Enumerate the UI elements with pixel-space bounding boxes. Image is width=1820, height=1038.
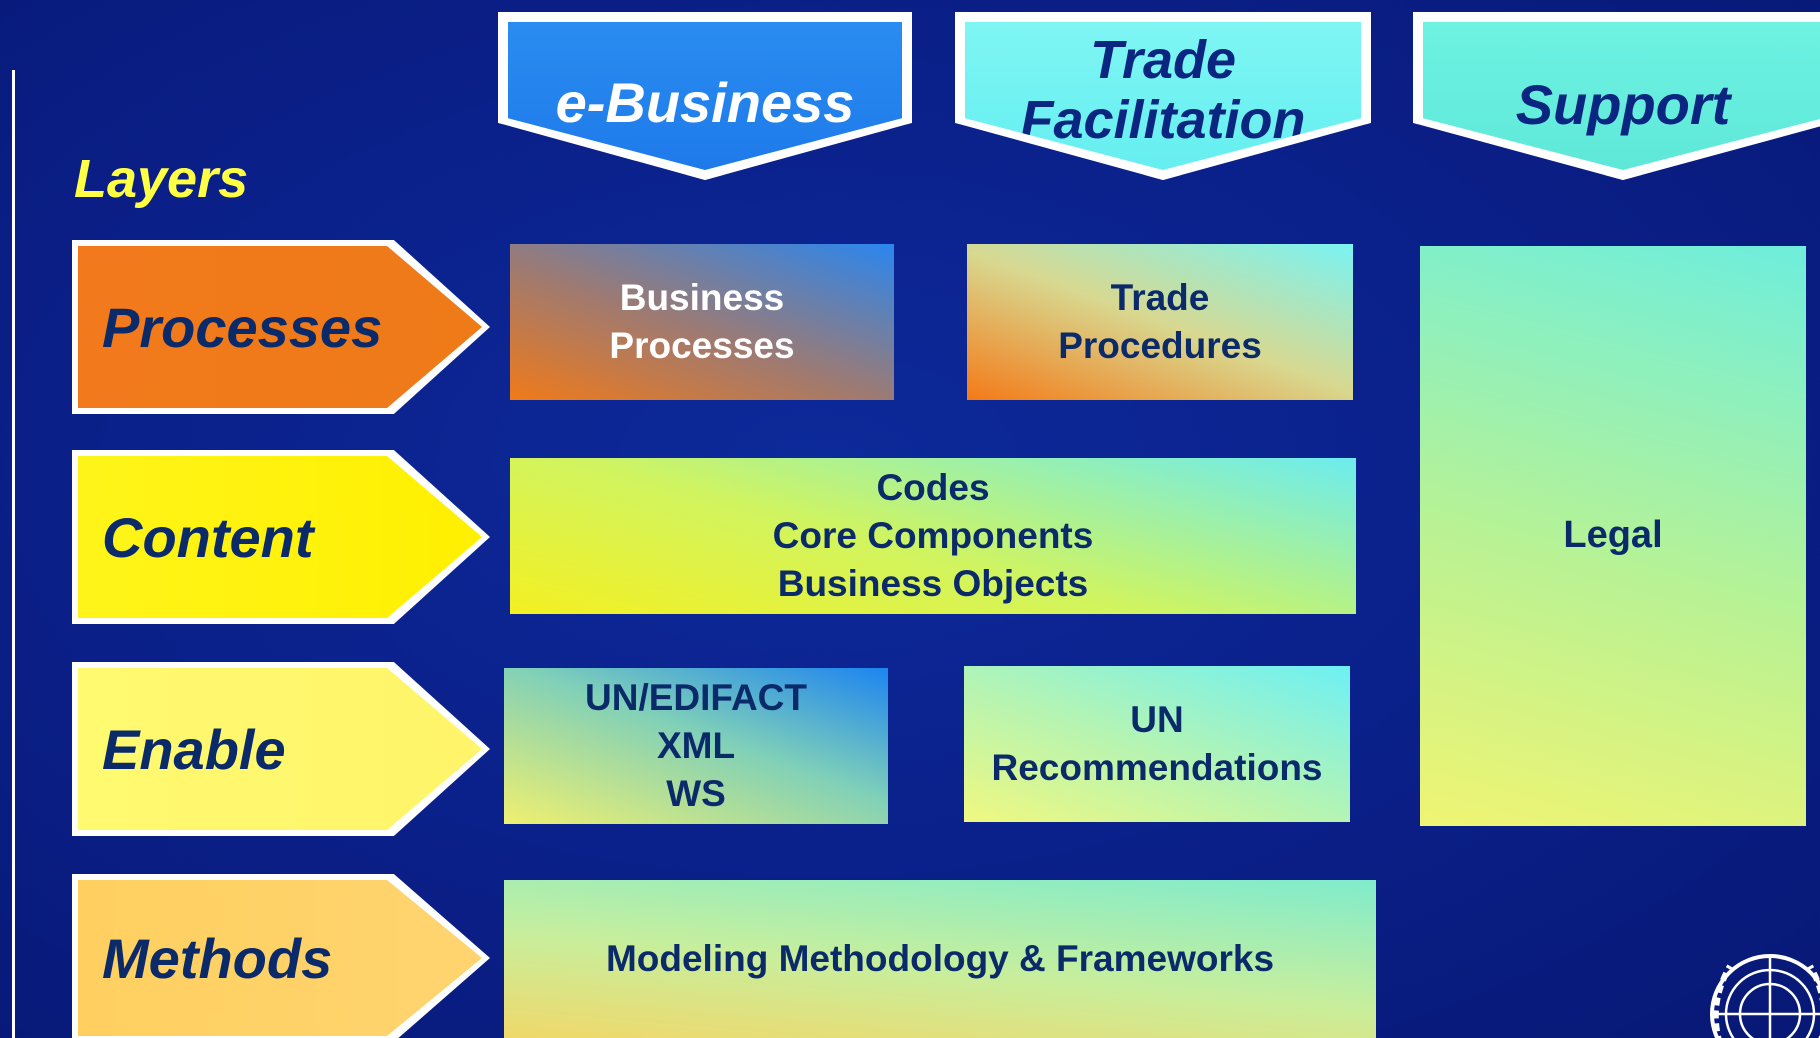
row-arrow-methods: Methods	[72, 874, 490, 1038]
row-arrow-processes: Processes	[72, 240, 490, 414]
column-header-trade-facilitation-label: Trade Facilitation	[1020, 30, 1306, 151]
un-emblem-icon	[1710, 954, 1820, 1038]
box-modeling-methodology: Modeling Methodology & Frameworks	[504, 880, 1376, 1038]
box-business-processes: Business Processes	[510, 244, 894, 400]
layers-title: Layers	[74, 149, 249, 209]
left-divider-line	[12, 70, 15, 1038]
column-header-ebusiness: e-Business	[498, 12, 912, 180]
column-header-support-label: Support	[1515, 73, 1731, 136]
box-enable-edifact-xml-ws: UN/EDIFACT XML WS	[504, 668, 888, 824]
box-trade-procedures: Trade Procedures	[967, 244, 1353, 400]
row-label-methods: Methods	[102, 926, 333, 990]
row-label-content: Content	[102, 505, 314, 569]
column-header-trade-facilitation: Trade Facilitation	[955, 12, 1371, 180]
row-label-enable: Enable	[102, 717, 286, 781]
box-un-recommendations: UN Recommendations	[964, 666, 1350, 822]
column-header-support: Support	[1413, 12, 1820, 180]
row-arrow-content: Content	[72, 450, 490, 624]
column-header-ebusiness-label: e-Business	[555, 71, 855, 134]
box-content-codes-components-objects: Codes Core Components Business Objects	[510, 458, 1356, 614]
row-arrow-enable: Enable	[72, 662, 490, 836]
row-label-processes: Processes	[102, 295, 383, 359]
box-legal: Legal	[1420, 246, 1806, 826]
